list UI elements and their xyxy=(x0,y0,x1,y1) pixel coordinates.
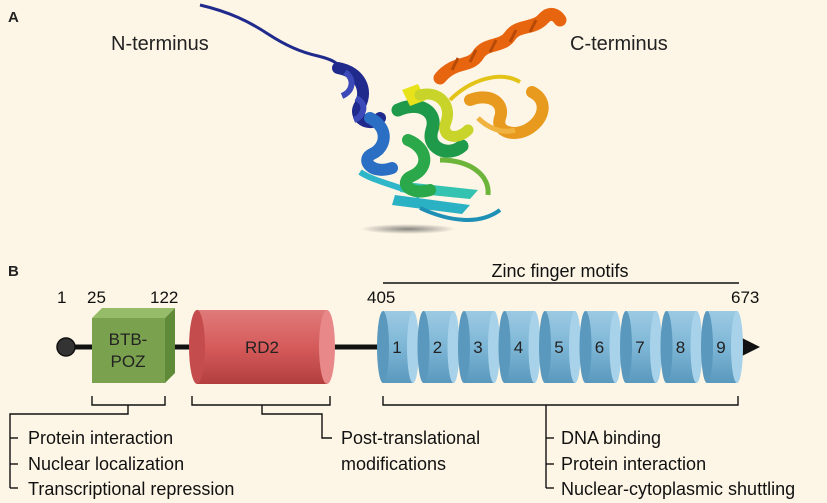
zinc-finger-label-8: 8 xyxy=(676,338,685,357)
position-25: 25 xyxy=(87,288,106,307)
zinc-finger-label-7: 7 xyxy=(635,338,644,357)
c-terminus-label: C-terminus xyxy=(570,33,668,55)
zinc-finger-4: 4 xyxy=(498,311,541,383)
position-1: 1 xyxy=(57,288,66,307)
rd2-function-2: modifications xyxy=(341,454,446,474)
position-122: 122 xyxy=(150,288,178,307)
helix-green xyxy=(391,99,491,198)
zinc-finger-label-2: 2 xyxy=(433,338,442,357)
zf-function-3: Nuclear-cytoplasmic shuttling xyxy=(561,479,795,499)
btb-function-3: Transcriptional repression xyxy=(28,479,234,499)
zinc-finger-9: 9 xyxy=(701,311,743,383)
rd2-label: RD2 xyxy=(245,338,279,357)
c-terminal-arrow xyxy=(742,338,760,356)
zinc-finger-2: 2 xyxy=(417,311,460,383)
zinc-finger-group: 1 2 3 4 5 6 7 8 9 xyxy=(377,311,743,383)
helix-yellow xyxy=(402,74,522,142)
position-673: 673 xyxy=(731,288,759,307)
n-terminal-tail xyxy=(199,3,344,71)
btb-poz-domain: BTB- POZ xyxy=(92,308,175,383)
zf-function-bracket xyxy=(382,396,739,489)
zinc-finger-1: 1 xyxy=(377,311,419,383)
rd2-function-bracket xyxy=(191,396,332,439)
rd2-function-1: Post-translational xyxy=(341,428,480,448)
helix-c-terminal xyxy=(433,7,567,85)
panel-b-label: B xyxy=(8,263,19,280)
btb-label-line2: POZ xyxy=(111,352,146,371)
zinc-finger-label-5: 5 xyxy=(554,338,563,357)
zinc-finger-title: Zinc finger motifs xyxy=(491,261,628,281)
helix-orange xyxy=(464,86,549,139)
zinc-finger-label-6: 6 xyxy=(595,338,604,357)
zinc-finger-5: 5 xyxy=(539,311,581,383)
zinc-finger-6: 6 xyxy=(579,311,622,383)
structure-shadow xyxy=(360,224,456,234)
n-terminus-label: N-terminus xyxy=(111,33,209,55)
zinc-finger-label-3: 3 xyxy=(473,338,482,357)
btb-function-bracket xyxy=(9,396,166,489)
zinc-finger-label-1: 1 xyxy=(392,338,401,357)
position-405: 405 xyxy=(367,288,395,307)
zinc-finger-label-4: 4 xyxy=(514,338,523,357)
zinc-finger-label-9: 9 xyxy=(716,338,725,357)
zinc-finger-3: 3 xyxy=(458,311,500,383)
protein-structure xyxy=(199,3,567,234)
zinc-finger-8: 8 xyxy=(660,311,703,383)
btb-label-line1: BTB- xyxy=(109,330,148,349)
rd2-domain: RD2 xyxy=(189,310,335,384)
n-terminal-knob xyxy=(56,337,76,357)
btb-function-1: Protein interaction xyxy=(28,428,173,448)
zf-function-2: Protein interaction xyxy=(561,454,706,474)
btb-function-2: Nuclear localization xyxy=(28,454,184,474)
zf-function-1: DNA binding xyxy=(561,428,661,448)
panel-a-label: A xyxy=(8,9,19,26)
zinc-finger-7: 7 xyxy=(620,311,662,383)
